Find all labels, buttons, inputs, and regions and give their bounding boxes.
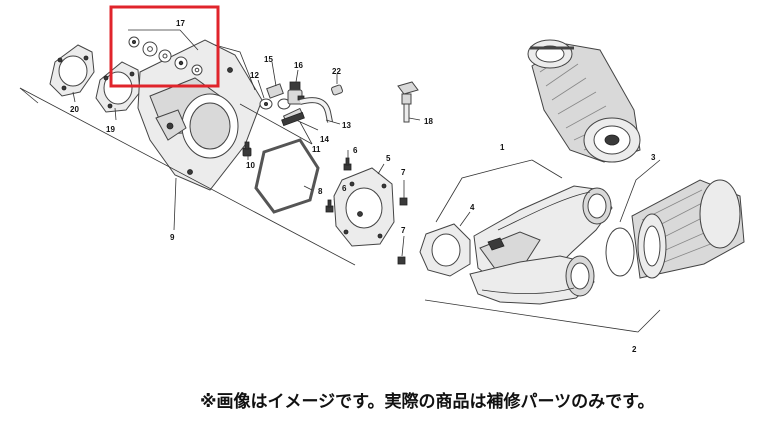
air-filter-assembly — [527, 39, 641, 163]
label-15: 15 — [264, 55, 273, 64]
label-2: 2 — [632, 345, 637, 354]
label-19: 19 — [106, 125, 115, 134]
part-22-plug — [330, 84, 344, 96]
part-3-filter — [605, 179, 745, 279]
label-8: 8 — [318, 187, 323, 196]
part-5-plate — [333, 167, 395, 247]
part-7-screw-lower — [397, 256, 406, 265]
label-13: 13 — [342, 121, 351, 130]
label-10: 10 — [246, 161, 255, 170]
part-15-fitting — [266, 83, 291, 110]
label-4: 4 — [470, 203, 475, 212]
label-17: 17 — [176, 19, 185, 28]
label-20: 20 — [70, 105, 79, 114]
label-6-upper: 6 — [353, 146, 358, 155]
part-10-bolt — [242, 141, 252, 157]
part-9-backplate — [137, 39, 263, 191]
part-18-bolt — [397, 81, 419, 123]
label-7-lower: 7 — [401, 226, 406, 235]
label-14: 14 — [320, 135, 329, 144]
part-12-washer — [259, 98, 273, 110]
label-11: 11 — [312, 145, 321, 154]
part-4-gasket — [419, 223, 471, 277]
part-8-gasket — [254, 138, 320, 214]
label-12: 12 — [250, 71, 259, 80]
label-9: 9 — [170, 233, 175, 242]
label-7-upper: 7 — [401, 168, 406, 177]
highlight-box — [109, 5, 220, 88]
label-3: 3 — [651, 153, 656, 162]
part-20-gasket — [49, 44, 95, 97]
part-1-intake-tube — [473, 185, 613, 283]
label-1: 1 — [500, 143, 505, 152]
label-6-lower: 6 — [342, 184, 347, 193]
part-7-screw-upper — [399, 197, 408, 206]
part-2-elbow-tube — [469, 255, 595, 305]
label-18: 18 — [424, 117, 433, 126]
part-13-hose — [299, 97, 333, 123]
label-22: 22 — [332, 67, 341, 76]
part-6-bolt-lower — [325, 199, 334, 213]
disclaimer-note: ※画像はイメージです。実際の商品は補修パーツのみです。 — [200, 392, 655, 412]
part-17-washers — [128, 36, 203, 76]
label-5: 5 — [386, 154, 391, 163]
part-6-bolt-upper — [343, 157, 352, 171]
label-16: 16 — [294, 61, 303, 70]
part-14-bolt — [281, 111, 305, 127]
